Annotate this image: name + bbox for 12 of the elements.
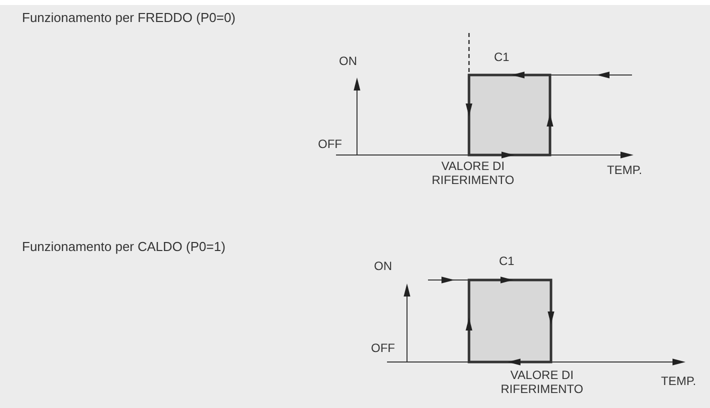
chart-title: Funzionamento per FREDDO (P0=0) (22, 10, 236, 26)
axis-label: ON (374, 259, 392, 274)
axis-label: OFF (318, 137, 342, 152)
axis-label: VALORE DI RIFERIMENTO (430, 159, 516, 188)
axis-label: TEMP. (607, 163, 642, 178)
curve-label: C1 (499, 254, 514, 268)
axis-label: VALORE DI RIFERIMENTO (500, 368, 584, 397)
chart-title: Funzionamento per CALDO (P0=1) (22, 239, 226, 255)
axis-label: OFF (371, 341, 395, 356)
axis-label: TEMP. (661, 374, 696, 388)
axis-label: ON (339, 54, 357, 68)
curve-label: C1 (494, 50, 510, 64)
